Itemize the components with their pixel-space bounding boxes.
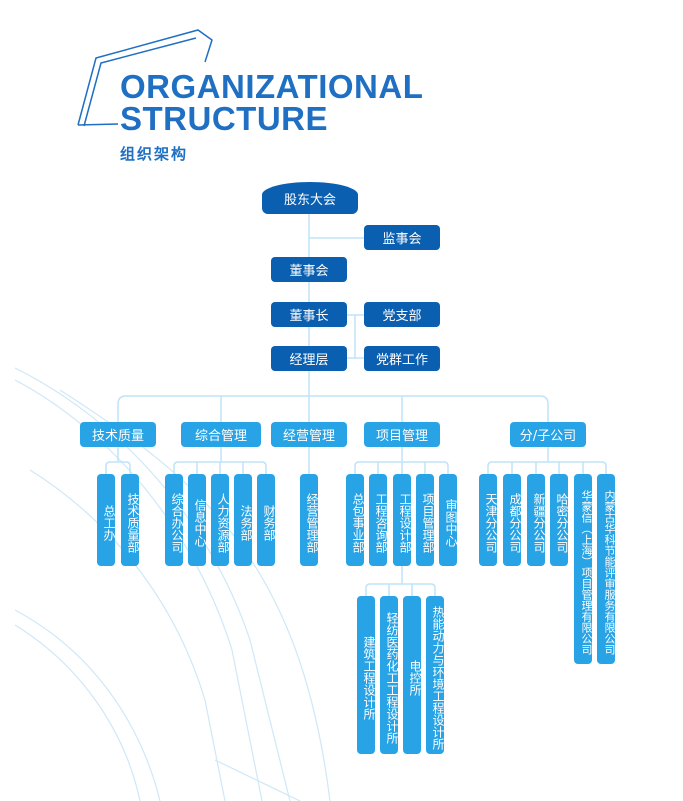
unit-design-dept[interactable]: 工程设计部 (393, 474, 412, 566)
unit-chengdu-branch[interactable]: 成都分公司 (503, 474, 522, 566)
unit-consulting-dept[interactable]: 工程咨询部 (369, 474, 388, 566)
unit-chief-engineer-office[interactable]: 总工办 (97, 474, 116, 566)
title-logo-icon (77, 29, 213, 127)
dept-general-management[interactable]: 综合管理 (181, 422, 261, 447)
unit-xinjiang-branch[interactable]: 新疆分公司 (527, 474, 546, 566)
unit-tianjin-branch[interactable]: 天津分公司 (479, 474, 498, 566)
node-chairman[interactable]: 董事长 (271, 302, 347, 327)
unit-thermal-environment-design-institute[interactable]: 热能动力与环境工程设计所 (426, 596, 445, 754)
node-supervisors[interactable]: 监事会 (364, 225, 440, 250)
title-line-2: STRUCTURE (120, 100, 328, 137)
unit-electrical-control-institute[interactable]: 电控所 (403, 596, 422, 754)
unit-general-office[interactable]: 综合办公司 (165, 474, 184, 566)
unit-finance[interactable]: 财务部 (257, 474, 276, 566)
dept-subsidiaries[interactable]: 分/子公司 (510, 422, 586, 447)
title-line-1: ORGANIZATIONAL (120, 68, 424, 105)
node-shareholders[interactable]: 股东大会 (262, 182, 358, 214)
dept-tech-quality[interactable]: 技术质量 (80, 422, 156, 447)
unit-project-management-dept[interactable]: 项目管理部 (416, 474, 435, 566)
unit-hami-branch[interactable]: 哈密分公司 (550, 474, 569, 566)
dept-business-management[interactable]: 经营管理 (271, 422, 347, 447)
unit-huamengxin-shanghai[interactable]: 华蒙信（上海）项目管理有限公司 (574, 474, 593, 664)
dept-project-management[interactable]: 项目管理 (364, 422, 440, 447)
node-party-branch[interactable]: 党支部 (364, 302, 440, 327)
node-board[interactable]: 董事会 (271, 257, 347, 282)
unit-tech-quality-dept[interactable]: 技术质量部 (121, 474, 140, 566)
unit-epc-division[interactable]: 总包事业部 (346, 474, 365, 566)
unit-drawing-review-center[interactable]: 审图中心 (439, 474, 458, 566)
unit-textile-pharma-chem-design-institute[interactable]: 轻纺医药化工工程设计所 (380, 596, 399, 754)
unit-human-resources[interactable]: 人力资源部 (211, 474, 230, 566)
unit-architecture-design-institute[interactable]: 建筑工程设计所 (357, 596, 376, 754)
node-management[interactable]: 经理层 (271, 346, 347, 371)
unit-business-management-dept[interactable]: 经营管理部 (300, 474, 319, 566)
unit-information-center[interactable]: 信息中心 (188, 474, 207, 566)
unit-inner-mongolia-energy-review[interactable]: 内蒙古华科节能评审服务有限公司 (597, 474, 616, 664)
node-party-work[interactable]: 党群工作 (364, 346, 440, 371)
subtitle: 组织架构 (120, 145, 189, 163)
unit-legal[interactable]: 法务部 (234, 474, 253, 566)
